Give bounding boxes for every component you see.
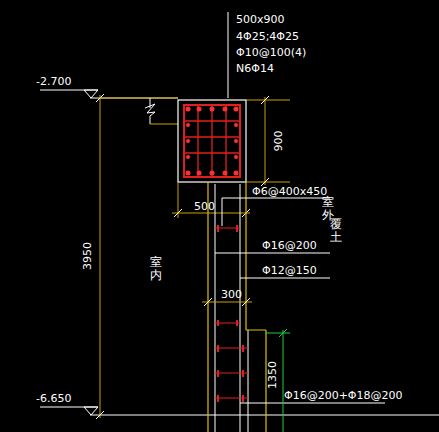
beam-stirrups: Φ10@100(4) (236, 47, 306, 59)
dimension: 300 (221, 289, 242, 301)
dimension: 900 (273, 129, 285, 154)
region-label: 室内 (150, 256, 162, 282)
rebar-callout: Φ6@400x450 (252, 186, 327, 198)
beam-size: 500x900 (236, 14, 285, 26)
dimension: 500 (194, 201, 215, 213)
beam-side-bars: N6Φ14 (236, 63, 274, 75)
rebar-callout: Φ16@200 (262, 240, 317, 252)
dimension: 1350 (267, 359, 279, 391)
beam-main-bars: 4Φ25;4Φ25 (236, 31, 299, 43)
level-mark: -2.700 (36, 76, 71, 88)
dimension: 3950 (82, 240, 94, 272)
region-label: 覆土 (330, 218, 342, 244)
rebar-callout: Φ16@200+Φ18@200 (284, 390, 403, 402)
level-mark: -6.650 (36, 393, 71, 405)
rebar-callout: Φ12@150 (262, 265, 317, 277)
